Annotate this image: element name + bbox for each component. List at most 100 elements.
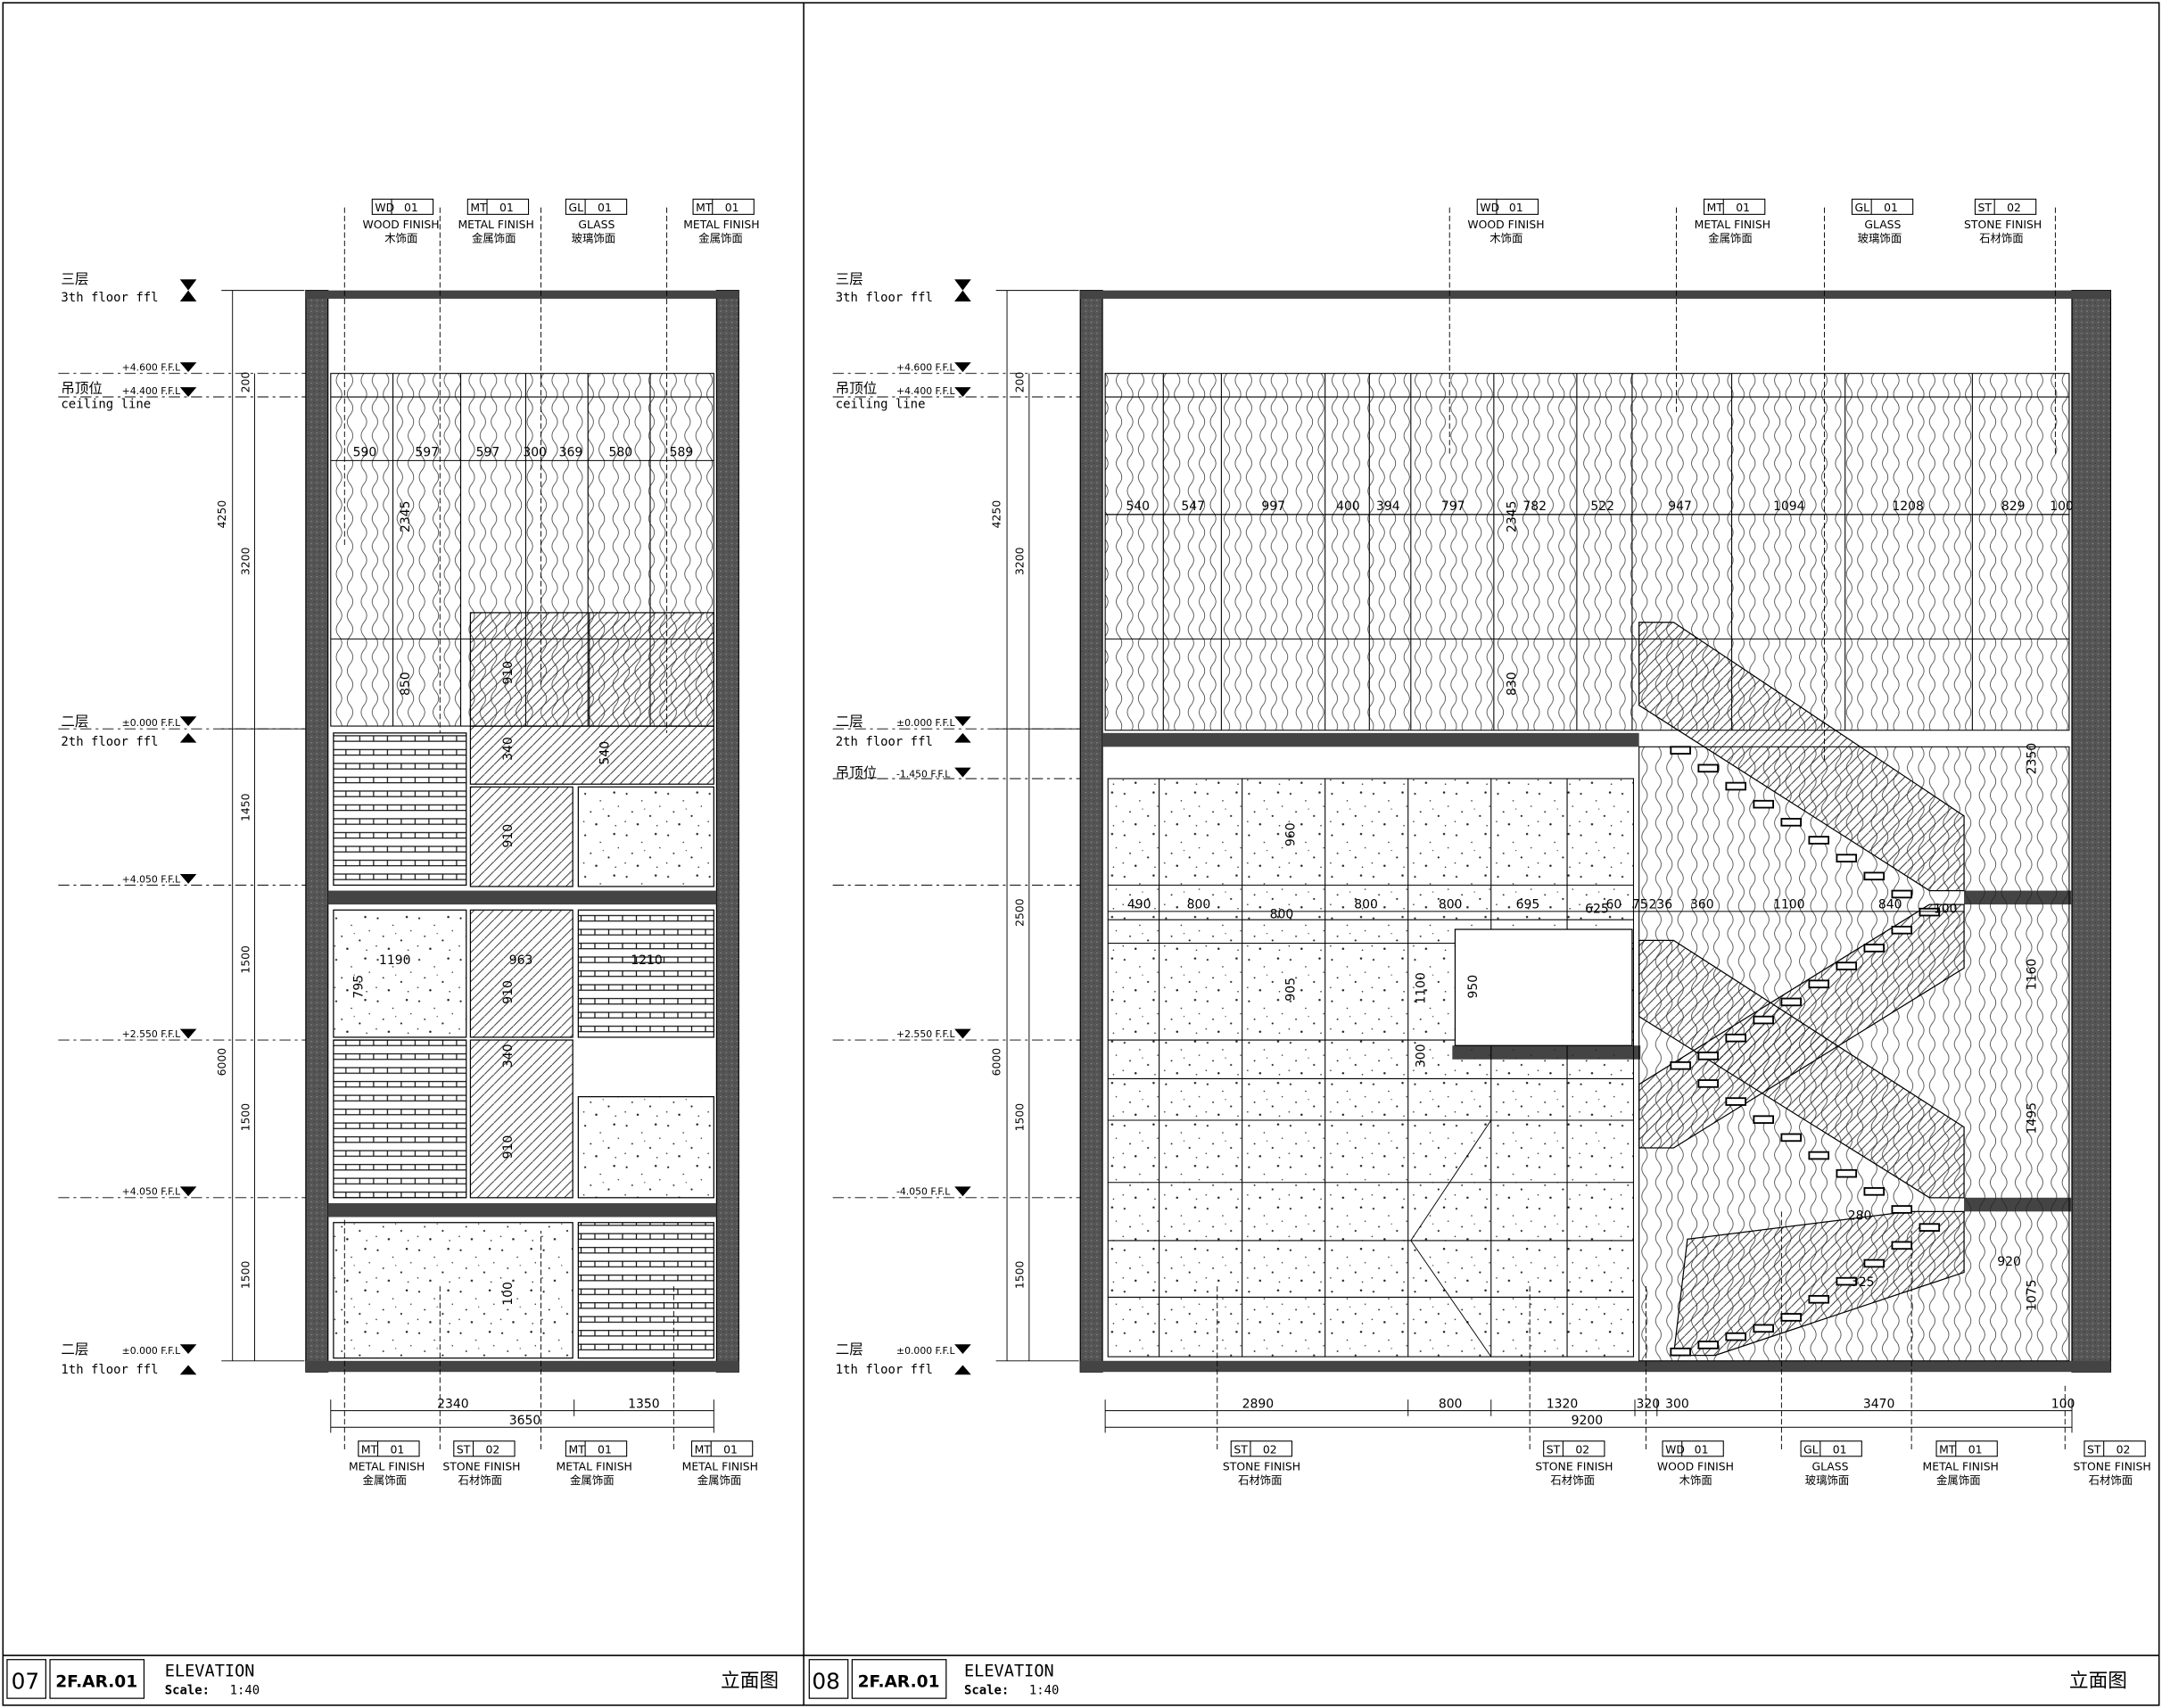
- slat-stair-2: [333, 1039, 467, 1199]
- svg-text:玻璃饰面: 玻璃饰面: [1858, 231, 1902, 244]
- dim-inner-340b: 340: [501, 1044, 516, 1068]
- svg-text:金属饰面: 金属饰面: [1936, 1473, 1981, 1487]
- stair-flights-08: [1638, 622, 1965, 1357]
- svg-text:75: 75: [1632, 898, 1648, 912]
- dim08-inner-1495: 1495: [2026, 1102, 2040, 1134]
- level-floor3-cn-08: 三层: [836, 271, 863, 287]
- dim-row-2-08-labels: 490 800 800 800 800 695 625 60 75 236 36…: [1127, 898, 1958, 922]
- slat-panel-4: [577, 1222, 714, 1359]
- svg-text:947: 947: [1668, 499, 1692, 514]
- level-floor2-en-08: 2th floor ffl: [836, 735, 933, 749]
- level-2550: +2.550 F.F.L: [122, 1028, 181, 1040]
- slab-mid-1: [327, 890, 717, 905]
- dim-inner-910c: 910: [501, 980, 516, 1004]
- svg-text:STONE FINISH: STONE FINISH: [1535, 1459, 1613, 1473]
- svg-text:1208: 1208: [1892, 499, 1923, 514]
- svg-text:GLASS: GLASS: [1811, 1459, 1848, 1473]
- dim-lines-left-07: [221, 290, 305, 1362]
- svg-text:02: 02: [2117, 1443, 2131, 1456]
- level-floor1-en-08: 1th floor ffl: [836, 1363, 933, 1377]
- svg-text:石材饰面: 石材饰面: [458, 1473, 502, 1487]
- dim-bottom-3650: 3650: [509, 1414, 540, 1428]
- svg-text:100: 100: [2051, 1398, 2075, 1412]
- svg-text:01: 01: [598, 1443, 612, 1456]
- finish-tag-wd-08b: WD 01 WOOD FINISH 木饰面: [1657, 1440, 1734, 1487]
- svg-text:MT: MT: [695, 1443, 712, 1456]
- dim-inner-910d: 910: [501, 1135, 516, 1159]
- dim-bottom-1350: 1350: [628, 1398, 659, 1412]
- svg-text:547: 547: [1181, 499, 1205, 514]
- dim-1500b: 1500: [238, 1103, 252, 1132]
- title-07-cn: 立面图: [721, 1671, 779, 1693]
- svg-text:782: 782: [1522, 499, 1547, 514]
- dim08-inner-325: 325: [1851, 1275, 1875, 1290]
- elevation-07: 三层 3th floor ffl +4.600 F.F.L 吊顶位 +4.400…: [58, 198, 760, 1487]
- level-floor1-cn: 二层: [61, 1341, 88, 1357]
- slab-2f-08: [1102, 732, 1639, 747]
- svg-text:玻璃饰面: 玻璃饰面: [1805, 1473, 1850, 1487]
- level-4600: +4.600 F.F.L: [122, 362, 181, 374]
- svg-text:01: 01: [404, 201, 418, 214]
- metal-panel-box: [469, 612, 714, 727]
- finish-tag-gl-08b: GL 01 GLASS 玻璃饰面: [1800, 1440, 1862, 1487]
- stone-panel-2: [333, 909, 467, 1038]
- dim08-200: 200: [1013, 372, 1027, 393]
- svg-text:木饰面: 木饰面: [1679, 1473, 1712, 1487]
- svg-text:02: 02: [485, 1443, 499, 1456]
- finish-tag-mt-08b: MT 01 METAL FINISH 金属饰面: [1923, 1440, 1999, 1487]
- svg-text:金属饰面: 金属饰面: [570, 1473, 615, 1487]
- level-4400: +4.400 F.F.L: [122, 385, 181, 397]
- dim08-inner-1075: 1075: [2026, 1279, 2040, 1310]
- level-4600-08: +4.600 F.F.L: [896, 362, 954, 374]
- dim08-inner-920: 920: [1997, 1255, 2021, 1269]
- dim-top-7: 589: [670, 446, 694, 460]
- svg-text:GL: GL: [569, 201, 584, 214]
- opening-08: [1454, 928, 1633, 1046]
- stone-wall-08: [1107, 778, 1635, 1357]
- dim-inner-910b: 910: [501, 824, 516, 848]
- svg-text:695: 695: [1516, 898, 1540, 912]
- svg-text:997: 997: [1261, 499, 1285, 514]
- dim-3200: 3200: [238, 547, 252, 575]
- level-ceiling-en-08: ceiling line: [836, 397, 926, 411]
- svg-text:ST: ST: [2087, 1443, 2101, 1456]
- finish-leaders-08: [1217, 207, 2066, 1450]
- svg-text:金属饰面: 金属饰面: [1708, 231, 1753, 244]
- level-floor3-cn: 三层: [61, 271, 88, 287]
- dim08-3200: 3200: [1013, 547, 1027, 575]
- svg-text:METAL FINISH: METAL FINISH: [349, 1459, 425, 1473]
- svg-text:800: 800: [1439, 898, 1463, 912]
- dim08-6000: 6000: [989, 1048, 1003, 1077]
- wall-right-08: [2071, 290, 2112, 1373]
- svg-text:01: 01: [499, 201, 514, 214]
- slab-top-08: [1080, 290, 2111, 299]
- svg-text:394: 394: [1376, 499, 1400, 514]
- level-4050-08: -4.050 F.F.L: [896, 1186, 950, 1198]
- svg-text:ST: ST: [1547, 1443, 1561, 1456]
- svg-text:石材饰面: 石材饰面: [1979, 231, 2024, 244]
- dim-inner-795: 795: [351, 975, 366, 999]
- dim-inner-540: 540: [598, 741, 612, 765]
- level-floor1-en: 1th floor ffl: [61, 1363, 158, 1377]
- svg-text:01: 01: [390, 1443, 404, 1456]
- finish-tag-wd-08: WD 01 WOOD FINISH 木饰面: [1467, 198, 1545, 244]
- svg-text:METAL FINISH: METAL FINISH: [557, 1459, 632, 1473]
- dim08-2500: 2500: [1013, 898, 1027, 927]
- wall-left: [305, 290, 329, 1373]
- dim08-inner-1100: 1100: [1414, 972, 1428, 1003]
- svg-text:829: 829: [2001, 499, 2026, 514]
- wall-right: [715, 290, 739, 1373]
- svg-text:石材饰面: 石材饰面: [1550, 1473, 1595, 1487]
- level-floor2-cn-08: 二层: [836, 714, 863, 730]
- door-swing-08: [1410, 1240, 1492, 1357]
- svg-text:01: 01: [1884, 201, 1898, 214]
- title-07-num: 07: [12, 1668, 40, 1694]
- svg-text:3470: 3470: [1863, 1398, 1894, 1412]
- level-floor1-cn-08: 二层: [836, 1341, 863, 1357]
- dim08-inner-960: 960: [1284, 822, 1299, 846]
- dim-top-2: 597: [415, 446, 439, 460]
- slat-stair-1: [333, 732, 467, 887]
- elevation-08: 三层 3th floor ffl +4.600 F.F.L 吊顶位 +4.400…: [832, 198, 2151, 1487]
- dim-lines-left-08: [995, 290, 1079, 1362]
